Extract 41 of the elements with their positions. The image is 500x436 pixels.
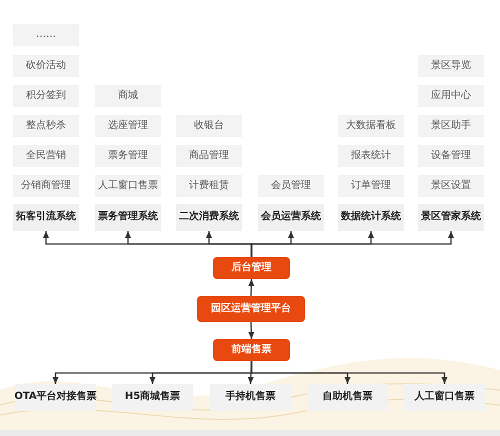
feature-box: 积分签到 — [13, 85, 79, 107]
platform-box: 后台管理 — [213, 257, 290, 279]
feature-box: 砍价活动 — [13, 55, 79, 77]
arrow — [250, 361, 448, 384]
arrow — [248, 278, 254, 296]
system-box: 景区管家系统 — [418, 204, 484, 231]
arrow — [250, 231, 454, 257]
feature-box: 商品管理 — [176, 145, 242, 167]
sales-channel-box: 手持机售票 — [210, 384, 291, 411]
feature-box: 选座管理 — [95, 115, 161, 137]
feature-box: 会员管理 — [258, 175, 324, 197]
system-box: 会员运营系统 — [258, 204, 324, 231]
arrow — [248, 360, 254, 384]
feature-box: 大数据看板 — [338, 115, 404, 137]
feature-box: 报表统计 — [338, 145, 404, 167]
system-box: 票务管理系统 — [95, 204, 161, 231]
platform-box: 前端售票 — [213, 339, 290, 361]
feature-box: 票务管理 — [95, 145, 161, 167]
feature-box: 计费租赁 — [176, 175, 242, 197]
feature-box: 景区设置 — [418, 175, 484, 197]
sales-channel-box: OTA平台对接售票 — [15, 384, 96, 411]
system-box: 拓客引流系统 — [13, 204, 79, 231]
feature-box: 全民营销 — [13, 145, 79, 167]
system-box: 二次消费系统 — [176, 204, 242, 231]
feature-box: 应用中心 — [418, 85, 484, 107]
feature-box: 景区导览 — [418, 55, 484, 77]
feature-box: 景区助手 — [418, 115, 484, 137]
feature-box: 分销商管理 — [13, 175, 79, 197]
sales-channel-box: 自助机售票 — [307, 384, 388, 411]
system-box: 数据统计系统 — [338, 204, 404, 231]
feature-box: 收银台 — [176, 115, 242, 137]
sales-channel-box: H5商城售票 — [112, 384, 193, 411]
platform-box: 园区运营管理平台 — [197, 296, 305, 322]
arrow — [248, 322, 254, 340]
sales-channel-box: 人工窗口售票 — [404, 384, 485, 411]
feature-box: 商城 — [95, 85, 161, 107]
feature-box: 人工窗口售票 — [95, 175, 161, 197]
feature-box: 设备管理 — [418, 145, 484, 167]
feature-box: …… — [13, 24, 79, 46]
feature-box: 订单管理 — [338, 175, 404, 197]
feature-box: 整点秒杀 — [13, 115, 79, 137]
